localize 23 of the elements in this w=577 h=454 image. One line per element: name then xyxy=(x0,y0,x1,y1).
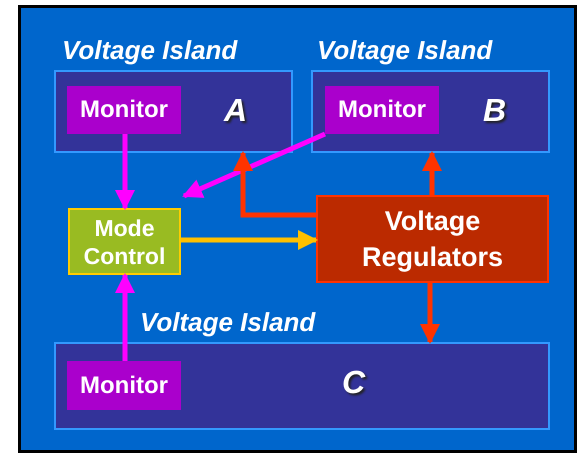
arrow xyxy=(182,132,326,198)
box-label: Monitor xyxy=(80,372,168,400)
island-heading: Voltage Island xyxy=(317,34,492,66)
monitor-box xyxy=(67,361,181,410)
arrow xyxy=(233,151,316,218)
arrow xyxy=(115,273,135,361)
arrow xyxy=(181,230,318,250)
island-letter: C xyxy=(342,364,366,400)
box-label: Monitor xyxy=(80,96,168,124)
monitor-box xyxy=(325,86,439,134)
box-label: Voltage Regulators xyxy=(360,205,504,274)
arrow xyxy=(420,283,440,344)
island-heading: Voltage Island xyxy=(62,34,238,66)
island-heading: Voltage Island xyxy=(140,306,316,338)
mode-control-box xyxy=(68,208,181,275)
box-label: Mode Control xyxy=(82,214,166,270)
box-label: Monitor xyxy=(338,96,426,124)
monitor-box xyxy=(67,86,181,134)
island-letter: B xyxy=(483,92,506,128)
arrow xyxy=(115,134,135,210)
voltage-regulators-box xyxy=(316,195,549,283)
island-letter: A xyxy=(224,92,248,128)
arrow xyxy=(422,151,442,195)
